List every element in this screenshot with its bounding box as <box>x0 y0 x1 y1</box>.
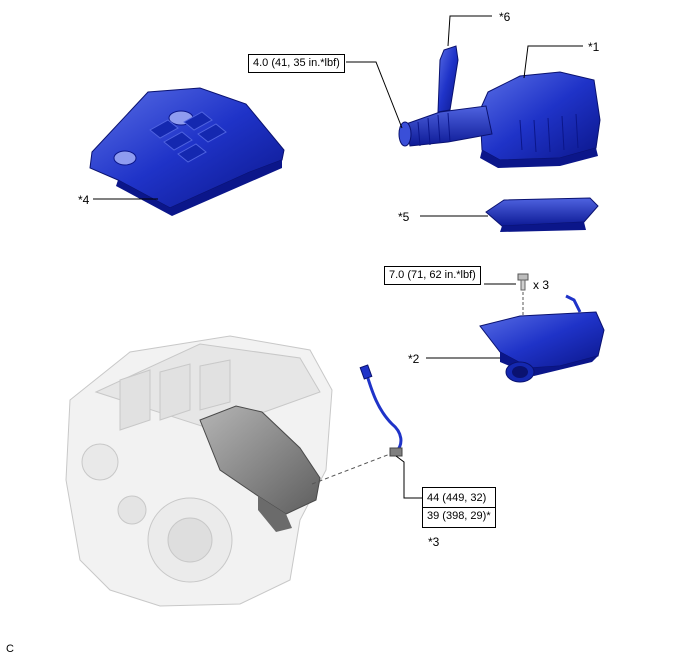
bolt-quantity: x 3 <box>533 278 550 292</box>
bolt <box>517 273 529 291</box>
air-cleaner-cap <box>485 197 599 232</box>
exhaust-manifold <box>199 405 321 532</box>
callout-5: *5 <box>398 210 410 224</box>
air-cleaner-case <box>479 294 605 383</box>
figure-code: C <box>6 643 14 655</box>
leader-lines <box>93 15 583 499</box>
callout-4: *4 <box>78 193 90 207</box>
callout-6: *6 <box>499 10 511 24</box>
callout-3: *3 <box>428 535 440 549</box>
air-cleaner-assembly <box>398 45 601 168</box>
air-fuel-ratio-sensor <box>359 364 403 457</box>
torque-sensor-line-2: 39 (398, 29)* <box>423 507 495 525</box>
torque-box-bolt: 7.0 (71, 62 in.*lbf) <box>384 266 481 285</box>
engine-cover <box>89 87 285 216</box>
engine-block <box>65 335 333 607</box>
torque-box-sensor: 44 (449, 32) 39 (398, 29)* <box>422 487 496 528</box>
torque-sensor-line-1: 44 (449, 32) <box>427 492 487 504</box>
torque-box-hose-clamp: 4.0 (41, 35 in.*lbf) <box>248 54 345 73</box>
callout-1: *1 <box>588 40 600 54</box>
callout-2: *2 <box>408 352 420 366</box>
